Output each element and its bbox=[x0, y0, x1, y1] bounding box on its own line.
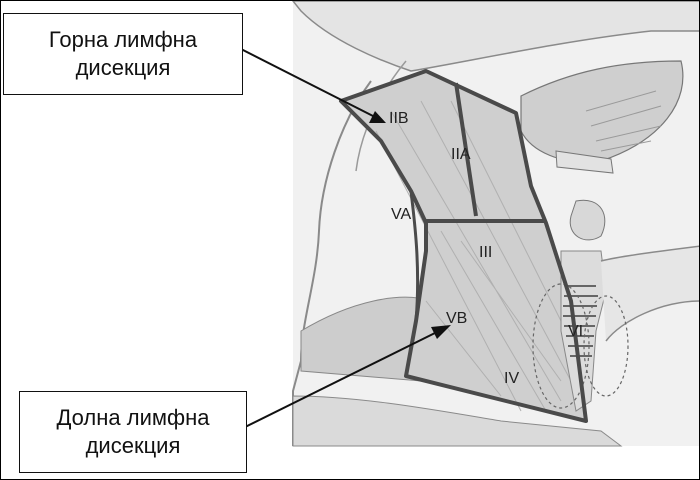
lower-arrow-head bbox=[431, 325, 451, 339]
thyroid-cartilage bbox=[569, 199, 606, 241]
head-outline bbox=[292, 1, 699, 72]
hyoid-bone bbox=[555, 150, 614, 174]
sternocleidomastoid-fibers bbox=[375, 100, 577, 412]
lower-arrow-line bbox=[236, 330, 440, 432]
clavicle-region bbox=[292, 395, 623, 447]
tracheal-rings bbox=[563, 285, 598, 357]
level-vi-left-ellipse bbox=[532, 283, 590, 409]
level-vb-label: VB bbox=[446, 310, 467, 327]
level-vi-right-ellipse bbox=[583, 295, 629, 397]
lower-callout-line1: Долна лимфна bbox=[56, 405, 210, 430]
upper-callout-line2: дисекция bbox=[75, 55, 171, 80]
larynx bbox=[560, 250, 607, 412]
level-va-label: VA bbox=[391, 206, 411, 223]
level-vi-label: VI bbox=[568, 323, 583, 340]
muscle-fibers bbox=[585, 90, 662, 152]
va-vb-divider bbox=[409, 190, 420, 322]
iia-iib-divider bbox=[454, 82, 478, 217]
upper-arrow-head bbox=[369, 111, 386, 123]
anterior-neck-skin bbox=[600, 245, 699, 342]
level-iib-label: IIB bbox=[389, 110, 409, 127]
upper-arrow-line bbox=[240, 48, 374, 117]
upper-dissection-callout: Горна лимфна дисекция bbox=[3, 13, 243, 95]
dissection-boundary bbox=[339, 69, 588, 423]
upper-callout-line1: Горна лимфна bbox=[48, 27, 198, 52]
level-iv-label: IV bbox=[504, 370, 519, 387]
masseter-muscle bbox=[520, 60, 684, 163]
lower-dissection-callout: Долна лимфна дисекция bbox=[19, 391, 247, 473]
level-iii-label: III bbox=[479, 244, 492, 261]
level-iia-label: IIA bbox=[451, 146, 471, 163]
lower-callout-line2: дисекция bbox=[85, 433, 181, 458]
